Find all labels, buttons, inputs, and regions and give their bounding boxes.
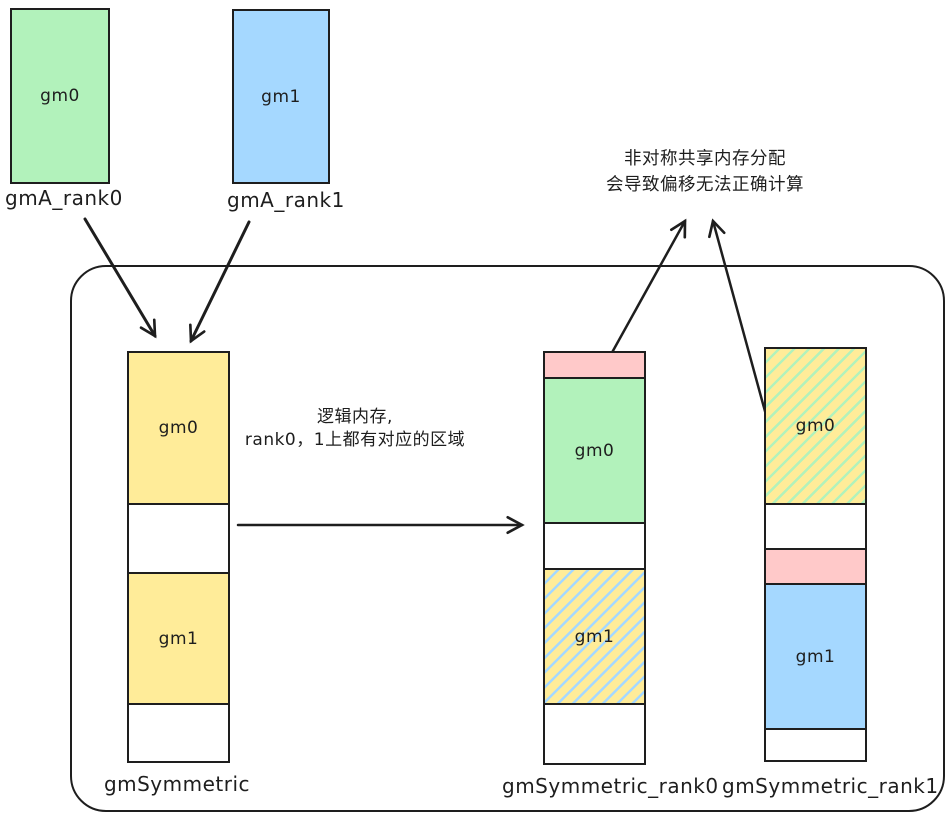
rank1-segment-extra-pink [764,548,867,585]
rank1-segment-gap-1 [764,503,867,550]
caption-gmsymmetric: gmSymmetric [103,772,251,796]
block-gma-rank1-label: gm1 [261,86,301,107]
note-logical-memory: 逻辑内存, rank0，1上都有对应的区域 [240,406,470,452]
rank1-gm0-label: gm0 [795,416,836,436]
caption-gma-rank1: gmA_rank1 [227,188,345,212]
gmsymmetric-segment-gm1: gm1 [127,572,230,705]
note-logical-line1: 逻辑内存, [317,407,393,427]
rank0-gm1-label: gm1 [574,626,615,647]
note-asymmetric-line2: 会导致偏移无法正确计算 [606,175,804,195]
column-gmsymmetric-rank0: gm0 gm1 [543,351,646,765]
caption-gmsymmetric-rank0: gmSymmetric_rank0 [502,774,719,798]
gmsymmetric-segment-gap-1 [127,503,230,574]
rank1-gm1-label: gm1 [795,646,836,667]
gmsymmetric-gm0-label: gm0 [158,418,199,438]
rank0-segment-gap-2 [543,703,646,765]
caption-gmsymmetric-rank1: gmSymmetric_rank1 [722,774,939,798]
gmsymmetric-segment-gm0: gm0 [127,351,230,505]
rank1-segment-gap-2 [764,728,867,762]
block-gma-rank0: gm0 [10,8,110,184]
rank0-segment-gap-1 [543,522,646,570]
rank0-segment-extra-pink [543,351,646,379]
shared-memory-container [70,265,945,812]
rank0-gm0-label: gm0 [574,440,615,461]
rank1-segment-gm0-hatched: gm0 [764,347,867,505]
block-gma-rank0-label: gm0 [40,86,80,106]
caption-gma-rank0: gmA_rank0 [5,186,123,210]
column-gmsymmetric: gm0 gm1 [127,351,230,763]
column-gmsymmetric-rank1: gm0 gm1 [764,347,867,762]
note-asymmetric: 非对称共享内存分配 会导致偏移无法正确计算 [545,146,865,198]
rank0-segment-gm0: gm0 [543,377,646,524]
block-gma-rank1: gm1 [232,9,330,184]
gmsymmetric-gm1-label: gm1 [158,628,199,649]
gmsymmetric-segment-gap-2 [127,703,230,763]
note-logical-line2: rank0，1上都有对应的区域 [244,430,466,450]
note-asymmetric-line1: 非对称共享内存分配 [624,149,786,169]
rank0-segment-gm1-hatched: gm1 [543,568,646,705]
rank1-segment-gm1: gm1 [764,583,867,730]
